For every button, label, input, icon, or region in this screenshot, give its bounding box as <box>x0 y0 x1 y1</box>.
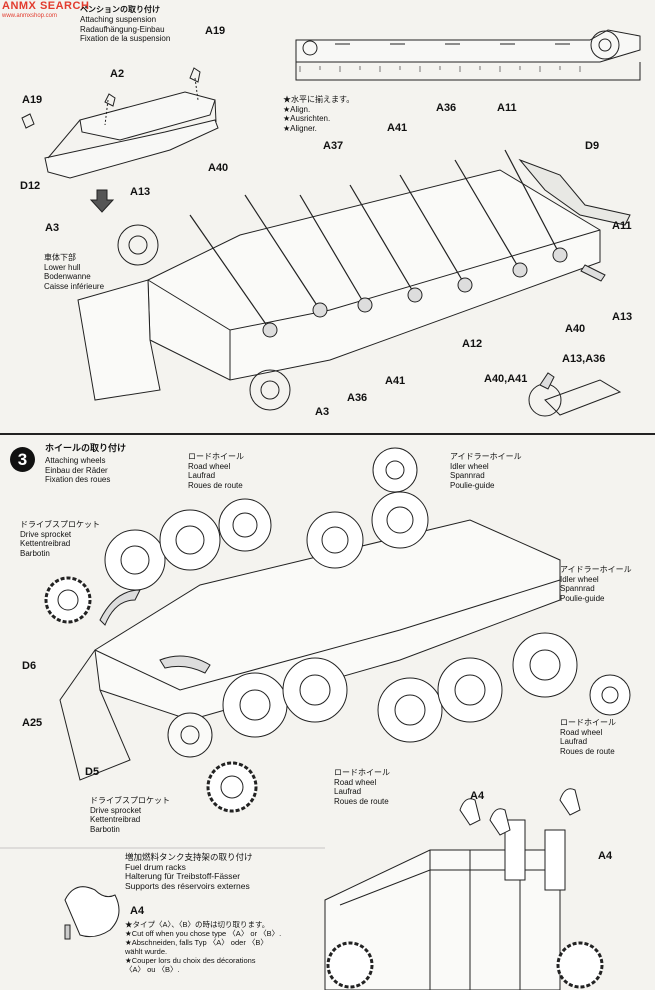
part-a3-left: A3 <box>45 222 60 234</box>
part-a4-right: A4 <box>598 850 613 862</box>
part-a36-mid: A36 <box>347 392 368 404</box>
part-a2: A2 <box>110 68 125 80</box>
idler-wheel-top <box>372 447 418 493</box>
road-wheels-upper <box>104 491 429 591</box>
part-a13-a36: A13,A36 <box>562 353 606 365</box>
idler-wheel-right <box>589 674 631 716</box>
step3-title: Attaching wheels Einbau der Räder Fixati… <box>45 456 111 484</box>
road-wheel-label-top: ロードホイール Road wheel Laufrad Roues de rout… <box>188 452 244 490</box>
fuel-racks-title: 増加燃料タンク支持架の取り付け Fuel drum racks Halterun… <box>125 852 253 891</box>
rear-hull-drawing <box>324 849 561 990</box>
part-a41-mid: A41 <box>385 375 406 387</box>
part-a41-top: A41 <box>387 122 408 134</box>
part-d5: D5 <box>85 766 100 778</box>
ruler-marks <box>299 66 581 72</box>
lower-hull-drawing <box>147 169 601 381</box>
road-wheel-label-bottom: ロードホイール Road wheel Laufrad Roues de rout… <box>334 768 390 806</box>
part-d12: D12 <box>20 180 41 192</box>
part-a3-bottom: A3 <box>315 406 330 418</box>
step2-title-jp: ペンションの取り付け <box>80 5 160 14</box>
watermark-text: ANMX SEARCH <box>2 0 90 12</box>
watermark-url: www.anmxshop.com <box>2 13 58 19</box>
part-a36-top: A36 <box>436 102 457 114</box>
part-a40-top: A40 <box>208 162 229 174</box>
road-wheel-label-right: ロードホイール Road wheel Laufrad Roues de rout… <box>560 718 616 756</box>
drive-sprocket-label-left: ドライブスプロケット Drive sprocket Kettentreibrad… <box>20 520 100 558</box>
lower-hull-label: 車体下部 Lower hull Bodenwanne Caisse inféri… <box>44 253 105 291</box>
part-a4-left: A4 <box>130 905 145 917</box>
part-a12: A12 <box>462 338 483 350</box>
part-a4-top: A4 <box>470 790 485 802</box>
cut-off-note: ★タイプ〈A〉、〈B〉の時は切り取ります。 ★Cut off when you … <box>125 920 282 974</box>
part-a13-left: A13 <box>130 186 151 198</box>
part-a19-top: A19 <box>205 25 226 37</box>
part-a40-right: A40 <box>565 323 586 335</box>
part-a11-top: A11 <box>497 102 517 114</box>
step3-hull-drawing <box>94 519 561 721</box>
part-a11-right: A11 <box>612 220 632 232</box>
part-a25: A25 <box>22 717 43 729</box>
part-a19-left: A19 <box>22 94 43 106</box>
section-divider <box>0 433 655 435</box>
part-a37: A37 <box>323 140 344 152</box>
align-note: ★水平に揃えます。 ★Align. ★Ausrichten. ★Aligner. <box>283 95 355 133</box>
part-a13-right: A13 <box>612 311 633 323</box>
step2-title: Attaching suspension Radaufhängung-Einba… <box>80 15 171 43</box>
idler-wheel-label-right: アイドラーホイール Idler wheel Spannrad Poulie-gu… <box>560 565 632 603</box>
road-wheels-lower <box>222 632 578 743</box>
step-number-3: 3 <box>10 447 35 472</box>
drive-sprocket-label-bottom: ドライブスプロケット Drive sprocket Kettentreibrad… <box>90 796 170 834</box>
track-guard-drawing <box>295 29 641 63</box>
part-d9: D9 <box>585 140 600 152</box>
sprocket-left <box>44 576 92 624</box>
idler-wheel-label-top: アイドラーホイール Idler wheel Spannrad Poulie-gu… <box>450 452 522 490</box>
a4-part-detail <box>64 886 120 938</box>
down-arrow-icon <box>89 189 115 213</box>
part-d6: D6 <box>22 660 37 672</box>
step3-title-jp: ホイールの取り付け <box>45 443 127 453</box>
d12-plate-drawing <box>44 119 219 179</box>
sprocket-bottom <box>206 761 258 813</box>
part-a40-a41: A40,A41 <box>484 373 528 385</box>
